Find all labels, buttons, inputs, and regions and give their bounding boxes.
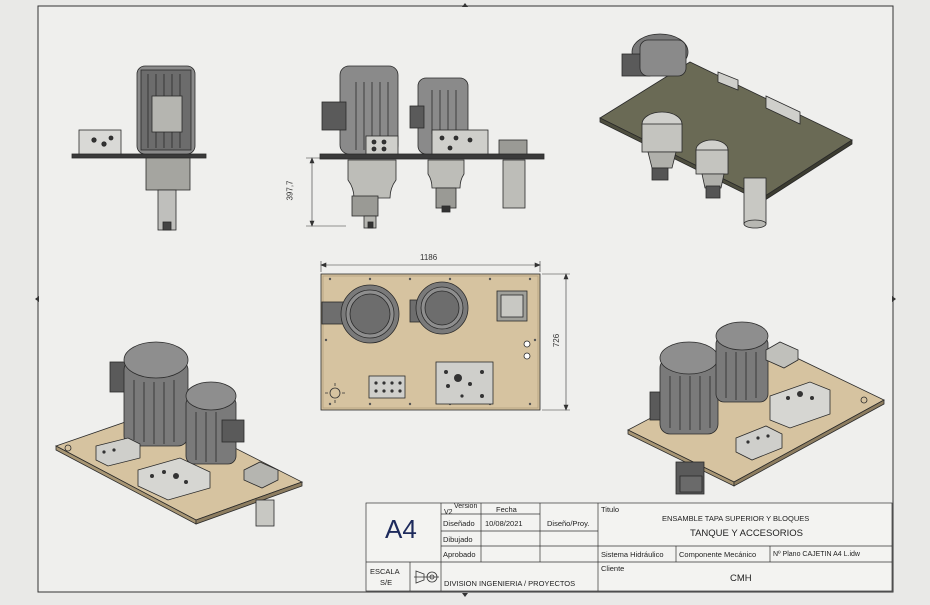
escala-value: S/E (380, 578, 393, 587)
cliente-value: CMH (730, 573, 752, 584)
fecha-header: Fecha (496, 505, 517, 514)
row-date-disenado: 10/08/2021 (485, 519, 523, 528)
iso-view-right (627, 321, 885, 495)
cliente-label: Cliente (601, 564, 625, 573)
iso-view-left (54, 341, 304, 527)
height-dimension (306, 157, 346, 227)
title-line-1: ENSAMBLE TAPA SUPERIOR Y BLOQUES (662, 514, 810, 523)
version-value: V2 (444, 509, 453, 516)
titulo-label: Titulo (601, 505, 620, 514)
iso-view-underside (599, 33, 853, 229)
top-height-dimension-label: 726 (552, 333, 562, 348)
version-header: Version (454, 503, 478, 510)
left-center-mark (35, 296, 39, 302)
escala-label: ESCALA (370, 567, 400, 576)
row-label-aprobado: Aprobado (443, 550, 476, 559)
row-role-disenado: Diseño/Proy. (547, 519, 590, 528)
plano-label: Nº Plano CAJETIN A4 L.idw (773, 551, 860, 558)
row-label-disenado: Diseñado (443, 519, 475, 528)
top-dimensions (320, 261, 570, 411)
bottom-center-mark (462, 593, 468, 597)
front-view (319, 65, 545, 229)
title-line-2: TANQUE Y ACCESORIOS (690, 528, 803, 539)
title-block-grid (365, 502, 893, 592)
division-label: DIVISION INGENIERIA / PROYECTOS (444, 579, 576, 588)
projection-symbol-icon (414, 570, 439, 584)
right-center-mark (892, 296, 896, 302)
sheet-size-label: A4 (385, 514, 417, 544)
sistema-label: Sistema Hidráulico (601, 550, 664, 559)
height-dimension-label: 397,7 (285, 180, 295, 201)
row-label-dibujado: Dibujado (443, 535, 473, 544)
componente-label: Componente Mecánico (679, 550, 757, 559)
top-view (320, 273, 541, 411)
side-view (71, 65, 207, 231)
top-center-mark (462, 3, 468, 7)
top-width-dimension-label: 1186 (420, 253, 438, 262)
